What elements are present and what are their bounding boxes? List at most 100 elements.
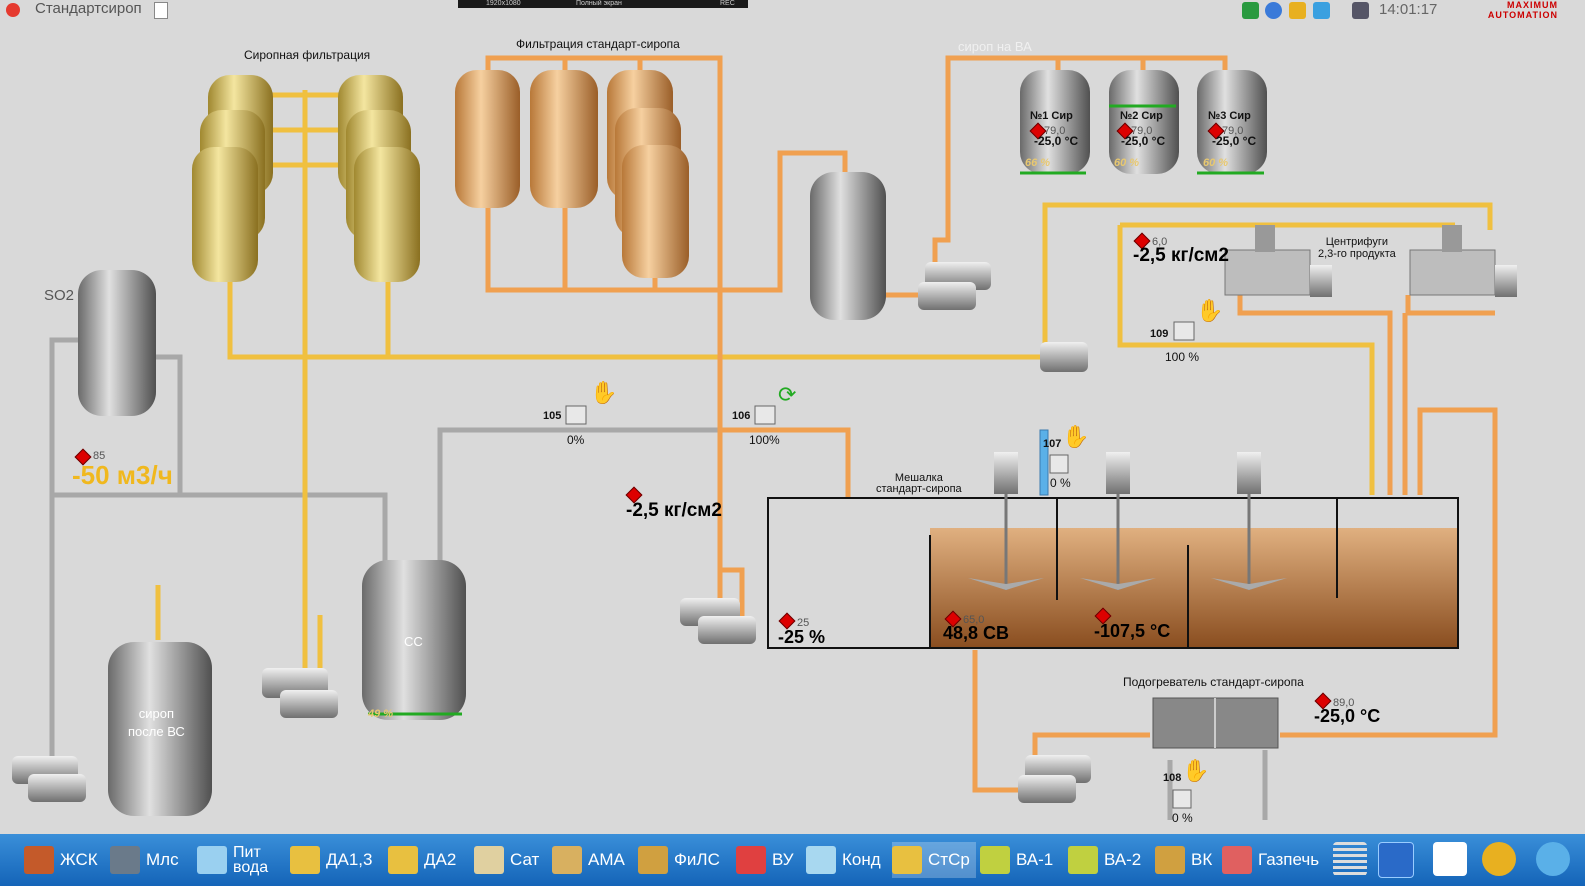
settings-icon[interactable] [1378,842,1414,878]
chat-icon[interactable] [1265,2,1282,19]
list-icon[interactable] [1333,842,1367,876]
capture-toolbar[interactable]: 1920x1080 Полный экран REC [458,0,748,8]
tab-da2[interactable]: ДА2 [388,842,456,878]
centrifuge-pressure[interactable]: -2,5 кг/см2 [1133,245,1229,266]
std-filters [455,70,689,278]
window-title: Стандартсироп [35,0,142,17]
sir-tank-setpoint: 79,0 [1044,125,1066,137]
mixer-cb-setpoint[interactable]: 65,0 [963,614,985,626]
tab-ama[interactable]: АМА [552,842,625,878]
refresh-icon[interactable]: ⟳ [778,382,797,407]
heater-temp[interactable]: -25,0 °C [1314,706,1381,726]
sir-tank-level: 66 % [1025,157,1051,169]
mixer-level[interactable]: -25 % [778,627,826,647]
rec-label[interactable]: REC [720,0,735,7]
so2-label: SO2 [44,287,75,304]
water-icon [197,846,227,874]
sir-tank-setpoint: 79,0 [1131,125,1153,137]
mixer-level-setpoint[interactable]: 25 [797,617,810,629]
heater-label: Подогреватель стандарт-сиропа [1123,675,1304,689]
sir-tank-name: №2 Сир [1120,110,1163,122]
tab-da13[interactable]: ДА1,3 [290,842,372,878]
brand-logo: MAXIMUM AUTOMATION [1487,0,1558,20]
valve-id: 109 [1150,328,1169,340]
user-icon[interactable] [1352,2,1369,19]
std-filtration-label: Фильтрация стандарт-сиропа [516,37,680,51]
so2-tank [78,270,156,416]
hand-icon[interactable]: ✋ [590,380,618,405]
tab-kond[interactable]: Конд [806,842,881,878]
resolution-label[interactable]: 1920x1080 [486,0,521,7]
cc-tank [362,560,466,720]
clock: 14:01:17 [1379,1,1438,18]
tab-pit-voda[interactable]: Пит вода [197,842,268,878]
hand-icon[interactable]: ✋ [1062,424,1090,449]
sir-tank-temp: -25,0 °C [1212,134,1257,148]
gray-pipes [49,337,1268,820]
sir-tank-temp: -25,0 °C [1034,134,1079,148]
valve-value: 0 % [1172,811,1193,825]
heater-setpoint[interactable]: 89,0 [1333,697,1355,709]
flow-setpoint[interactable]: 85 [93,450,106,462]
hand-tool-icon[interactable] [1536,842,1570,876]
flow-value[interactable]: -50 м3/ч [72,460,173,490]
trend-icon[interactable] [1433,842,1467,876]
tab-mls[interactable]: Млс [110,842,179,878]
close-icon[interactable] [6,3,20,17]
tab-vk[interactable]: ВК [1155,842,1212,878]
zhsk-icon [24,846,54,874]
fullscreen-label[interactable]: Полный экран [576,0,622,7]
warning-icon[interactable] [1289,2,1306,19]
syrup-filtration-label: Сиропная фильтрация [244,48,371,62]
after-vs-label: сироп после ВС [128,706,185,739]
cc-level: 49 % [368,708,394,720]
title-bar: Стандартсироп 1920x1080 Полный экран REC… [0,0,1585,20]
sir-tank-setpoint: 79,0 [1222,125,1244,137]
telegram-icon[interactable] [1313,2,1330,19]
valve-value: 100% [749,433,780,447]
sir-tank-level: 60 % [1203,157,1229,169]
main-pressure[interactable]: -2,5 кг/см2 [626,500,722,521]
mixer-temp[interactable]: -107,5 °C [1094,621,1171,641]
tab-vu[interactable]: ВУ [736,842,794,878]
taskbar: ЖСК Млс Пит вода ДА1,3 ДА2 Сат АМА ФиЛС … [0,834,1585,886]
tab-zhsk[interactable]: ЖСК [24,842,98,878]
sir-tank-name: №3 Сир [1208,110,1251,122]
heater [1152,697,1279,749]
sir-tank-temp: -25,0 °C [1121,134,1166,148]
centrifuge-setpoint[interactable]: 6,0 [1152,236,1168,248]
hand-icon[interactable]: ✋ [1182,758,1210,783]
engineer-icon[interactable] [1482,842,1516,876]
buffer-tank [810,172,886,320]
stsr-icon [892,846,922,874]
tab-gazpech[interactable]: Газпечь [1222,842,1319,878]
after-vs-tank [108,642,212,816]
document-icon[interactable] [154,2,168,19]
centrifuges-label: Центрифуги 2,3-го продукта [1318,236,1396,260]
tab-fils[interactable]: ФиЛС [638,842,720,878]
ama-icon [552,846,582,874]
green-plus-icon[interactable] [1242,2,1259,19]
mls-icon [110,846,140,874]
da13-icon [290,846,320,874]
va1-icon [980,846,1010,874]
tab-va1[interactable]: ВА-1 [980,842,1053,878]
valve-value: 0% [567,433,585,447]
hand-icon[interactable]: ✋ [1196,298,1224,323]
da2-icon [388,846,418,874]
to-va-label: сироп на ВА [958,39,1032,54]
valve-id: 105 [543,410,562,422]
tab-va2[interactable]: ВА-2 [1068,842,1141,878]
vk-icon [1155,846,1185,874]
syrup-pipes [155,90,1493,700]
valve-id: 107 [1043,438,1062,450]
cc-label: CC [404,634,423,649]
sir-tank-name: №1 Сир [1030,110,1073,122]
valve-value: 0 % [1050,476,1071,490]
mixer-label: Мешалка стандарт-сиропа [876,472,962,495]
vu-icon [736,846,766,874]
tab-sat[interactable]: Сат [474,842,539,878]
sir-tanks [1020,70,1267,175]
tab-stsr[interactable]: СтСр [892,842,976,878]
mixer-cb[interactable]: 48,8 СВ [943,623,1010,643]
